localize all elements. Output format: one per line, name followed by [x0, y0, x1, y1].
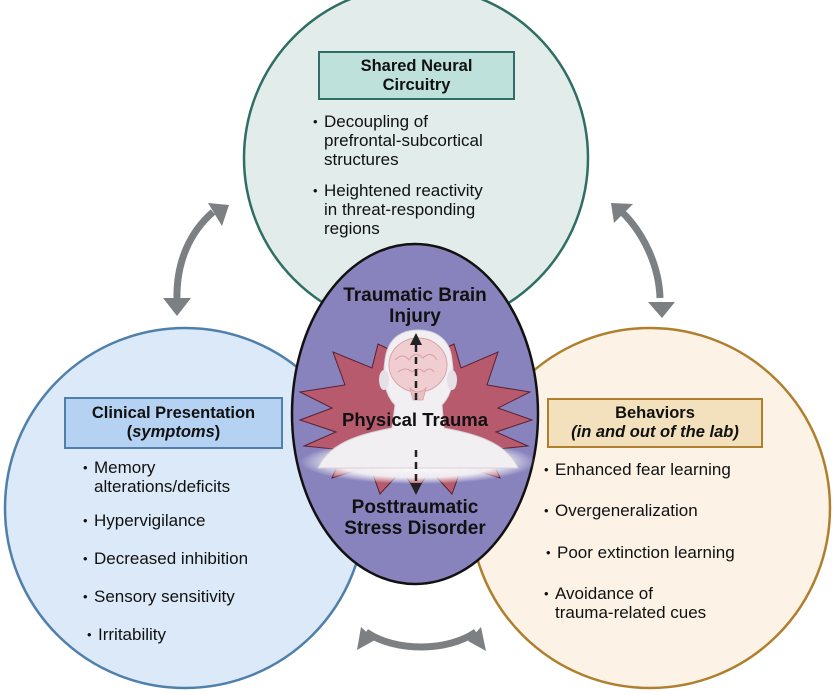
- list-item: Memory alterations/deficits: [83, 458, 303, 496]
- center-middle-label: Physical Trauma: [341, 409, 489, 430]
- double-arrow-left-right: [357, 627, 486, 651]
- list-item: Enhanced fear learning: [544, 460, 784, 479]
- list-item: Decreased inhibition: [83, 549, 303, 568]
- head-with-brain-icon: [300, 329, 536, 484]
- left-title-line2: (symptoms): [126, 423, 221, 441]
- left-title-box: [64, 397, 283, 449]
- list-item: Decoupling of prefrontal-subcortical str…: [313, 112, 533, 169]
- right-title-line1: Behaviors: [615, 404, 695, 422]
- center-top-label: Traumatic Brain Injury: [343, 285, 487, 327]
- top-title: Shared Neural Circuitry: [319, 52, 514, 99]
- right-title: Behaviors (in and out of the lab): [548, 399, 762, 447]
- list-item: Avoidance of trauma-related cues: [544, 584, 784, 622]
- top-title-box: [318, 51, 515, 100]
- list-item: Poor extinction learning: [546, 543, 784, 562]
- dashed-arrow-up: [410, 333, 422, 400]
- list-item: Hypervigilance: [83, 511, 303, 530]
- right-title-line2: (in and out of the lab): [571, 423, 739, 441]
- right-bullet-list: Enhanced fear learning Overgeneralizatio…: [544, 460, 784, 622]
- double-arrow-top-right: [611, 203, 675, 318]
- left-title-line1: Clinical Presentation: [91, 404, 256, 422]
- center-bottom-label: Posttraumatic Stress Disorder: [344, 497, 486, 539]
- double-arrow-left-top: [163, 203, 229, 316]
- top-title-line1: Shared Neural: [360, 57, 473, 75]
- dashed-arrow-down: [410, 450, 422, 495]
- left-bullet-list: Memory alterations/deficits Hypervigilan…: [83, 458, 303, 644]
- list-item: Sensory sensitivity: [83, 587, 303, 606]
- right-title-box: [547, 398, 763, 448]
- top-bullet-list: Decoupling of prefrontal-subcortical str…: [313, 112, 533, 238]
- list-item: Irritability: [87, 625, 303, 644]
- left-title-italic: symptoms: [132, 423, 215, 441]
- left-title: Clinical Presentation (symptoms): [65, 398, 282, 448]
- top-title-line2: Circuitry: [382, 76, 451, 94]
- list-item: Heightened reactivity in threat-respondi…: [313, 181, 533, 238]
- list-item: Overgeneralization: [544, 501, 784, 520]
